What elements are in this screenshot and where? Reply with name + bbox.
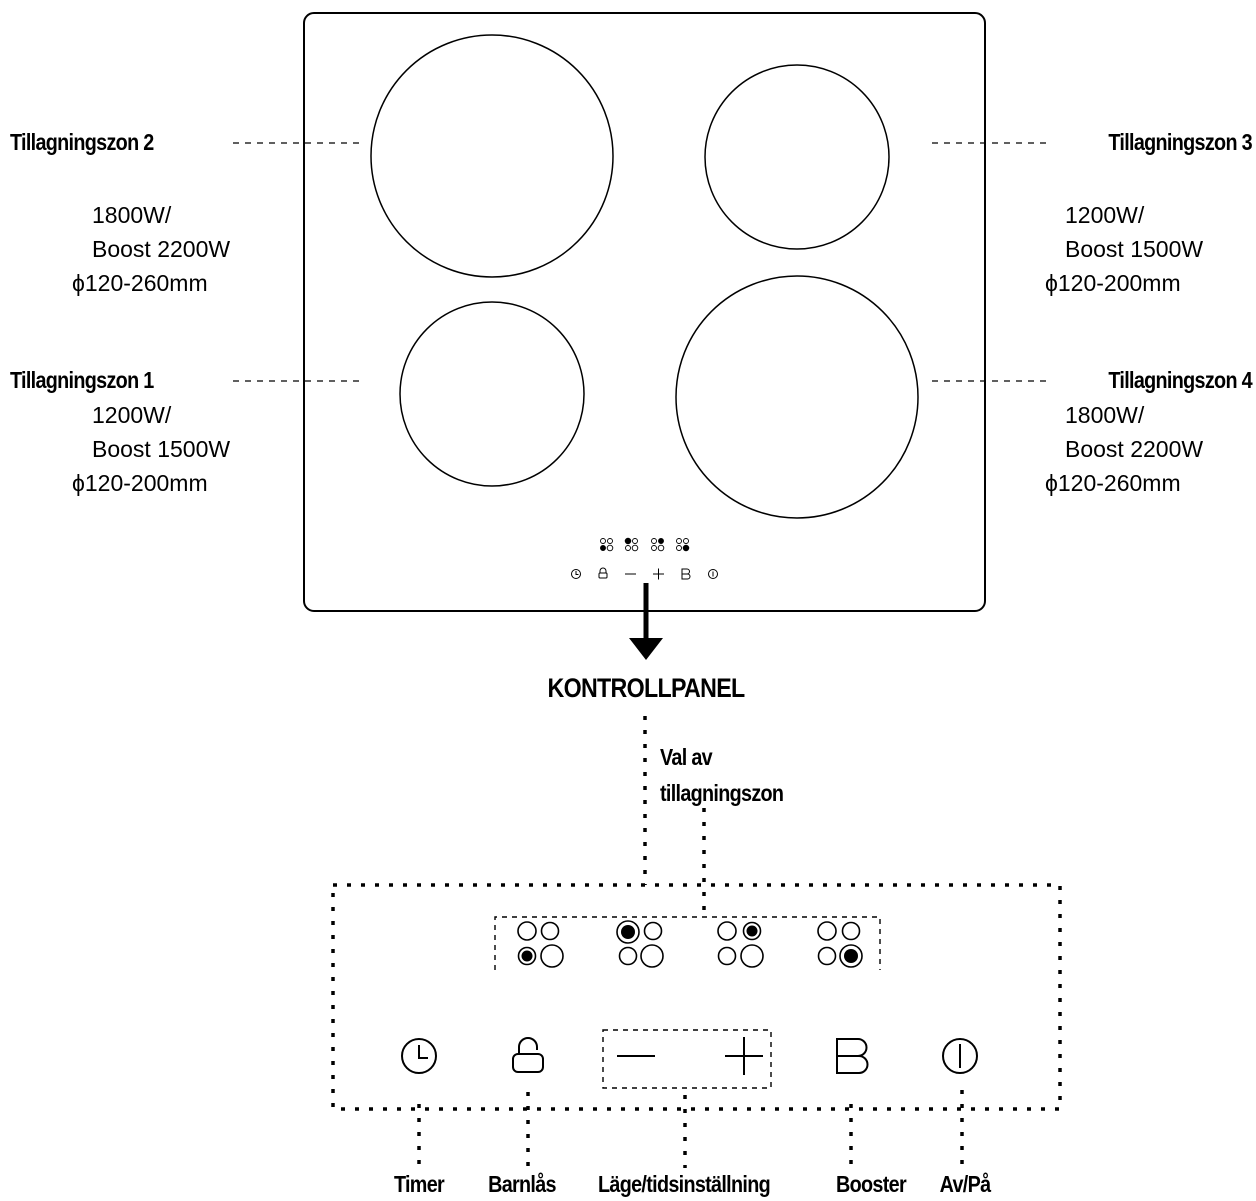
zone3-name: Tillagningszon 3 <box>1108 129 1252 155</box>
zone1-name: Tillagningszon 1 <box>10 367 154 393</box>
arrow-head <box>629 638 663 660</box>
zone1-specs: 1200W/ Boost 1500W ϕ120-200mm <box>72 398 230 500</box>
zone3-power: 1200W/ <box>1065 202 1145 228</box>
zone-selector-box <box>494 916 881 970</box>
timer-label: Timer <box>393 1171 445 1197</box>
on-off-label: Av/På <box>939 1171 991 1197</box>
control-panel-box <box>331 883 1062 1111</box>
zone-selection-label: Val av tillagningszon <box>660 739 784 811</box>
cooking-zone-1 <box>399 301 585 487</box>
cooking-zone-4 <box>675 275 919 519</box>
zone3-boost: Boost 1500W <box>1065 236 1204 262</box>
lock-icon[interactable] <box>512 1037 544 1073</box>
zone2-boost: Boost 2200W <box>92 236 231 262</box>
plus-icon[interactable] <box>725 1037 763 1075</box>
zone2-name: Tillagningszon 2 <box>10 129 154 155</box>
cooking-zone-2 <box>370 34 614 278</box>
control-panel-title: KONTROLLPANEL <box>547 673 745 703</box>
zone-selection-label-line1: Val av <box>660 744 713 770</box>
zone3-diameter: ϕ120-200mm <box>1045 270 1181 296</box>
zone4-specs: 1800W/ Boost 2200W ϕ120-260mm <box>1045 398 1203 500</box>
booster-label: Booster <box>836 1171 907 1197</box>
button-label-leaders <box>417 1090 964 1168</box>
zone1-power: 1200W/ <box>92 402 172 428</box>
zone4-name: Tillagningszon 4 <box>1108 367 1252 393</box>
zone-selection-label-line2: tillagningszon <box>660 780 784 806</box>
power-icon[interactable] <box>942 1038 978 1074</box>
mode-time-label: Läge/tidsinställning <box>598 1171 771 1197</box>
zone2-diameter: ϕ120-260mm <box>72 270 208 296</box>
zone4-diameter: ϕ120-260mm <box>1045 470 1181 496</box>
mini-buttons <box>571 567 718 580</box>
zone1-boost: Boost 1500W <box>92 436 231 462</box>
clock-icon[interactable] <box>401 1038 437 1074</box>
cooking-zone-3 <box>704 64 890 250</box>
mini-zone-selectors <box>600 537 690 552</box>
mode-time-box <box>602 1029 772 1089</box>
zone-selector-icons <box>517 920 863 968</box>
child-lock-label: Barnlås <box>488 1171 556 1197</box>
zone2-specs: 1800W/ Boost 2200W ϕ120-260mm <box>72 198 230 300</box>
booster-b-icon[interactable] <box>836 1038 869 1074</box>
zone2-power: 1800W/ <box>92 202 172 228</box>
zone4-power: 1800W/ <box>1065 402 1145 428</box>
zone4-boost: Boost 2200W <box>1065 436 1204 462</box>
zone3-specs: 1200W/ Boost 1500W ϕ120-200mm <box>1045 198 1203 300</box>
zone1-diameter: ϕ120-200mm <box>72 470 208 496</box>
